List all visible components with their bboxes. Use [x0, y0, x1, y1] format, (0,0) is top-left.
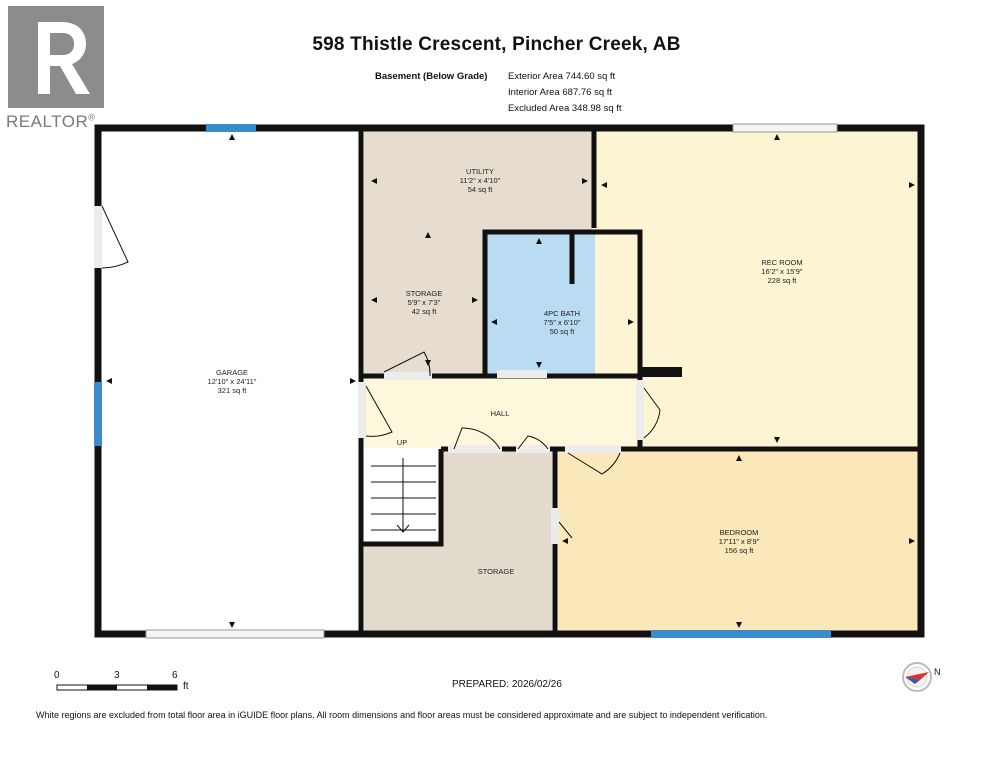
hall-fill: [364, 376, 640, 448]
room-area: 156 sq ft: [724, 546, 754, 555]
scale-unit: ft: [183, 681, 189, 692]
room-garage: GARAGE 12'10" x 24'11" 321 sq ft: [176, 368, 288, 395]
room-dims: 16'2" x 15'9": [761, 267, 803, 276]
scale-bar: [56, 684, 178, 691]
stairs-up-label: UP: [396, 438, 408, 447]
room-area: 321 sq ft: [217, 386, 247, 395]
room-dims: 7'5" x 6'10": [543, 318, 581, 327]
room-hall: HALL: [480, 409, 520, 418]
disclaimer: White regions are excluded from total fl…: [36, 710, 768, 720]
exterior-area: Exterior Area 744.60 sq ft: [508, 71, 616, 82]
realtor-r-icon: [8, 6, 104, 108]
interior-area: Interior Area 687.76 sq ft: [508, 87, 613, 98]
realtor-logo: [8, 6, 104, 108]
dimension-arrows: [106, 134, 915, 628]
prepared-date: PREPARED: 2026/02/26: [452, 679, 562, 690]
page-title: 598 Thistle Crescent, Pincher Creek, AB: [312, 34, 681, 55]
room-dims: 11'2" x 4'10": [459, 176, 501, 185]
scale-tick-3: 3: [114, 670, 120, 681]
room-area: 54 sq ft: [467, 185, 493, 194]
stairs: [371, 458, 436, 533]
room-name: UTILITY: [466, 167, 494, 176]
room-storage: STORAGE 5'9" x 7'3" 42 sq ft: [384, 289, 464, 316]
scale-tick-0: 0: [54, 670, 60, 681]
bedroom-fill: [556, 450, 920, 633]
room-dims: 5'9" x 7'3": [407, 298, 441, 307]
room-area: 228 sq ft: [767, 276, 797, 285]
wall-stub: [640, 367, 682, 377]
room-name: REC ROOM: [761, 258, 803, 267]
room-name: 4PC BATH: [543, 309, 581, 318]
room-name: HALL: [490, 409, 510, 418]
realtor-wordmark: REALTOR®: [6, 112, 96, 131]
doors: [94, 205, 661, 544]
scale-tick-6: 6: [172, 670, 178, 681]
exterior-walls: [94, 124, 925, 638]
windows: [94, 123, 838, 639]
compass-icon: [902, 662, 932, 692]
room-area: 50 sq ft: [549, 327, 575, 336]
room-dims: 12'10" x 24'11": [207, 377, 257, 386]
stairs-fill: [364, 448, 440, 544]
room-storage-2: STORAGE: [466, 567, 526, 576]
level-label: Basement (Below Grade): [375, 71, 488, 82]
room-4pc-bath: 4PC BATH 7'5" x 6'10" 50 sq ft: [522, 309, 602, 336]
room-name: STORAGE: [405, 289, 443, 298]
rec-room-fill: [595, 131, 920, 449]
room-name: GARAGE: [215, 368, 249, 377]
room-area: 42 sq ft: [411, 307, 437, 316]
room-rec-room: REC ROOM 16'2" x 15'9" 228 sq ft: [737, 258, 827, 285]
room-utility: UTILITY 11'2" x 4'10" 54 sq ft: [432, 167, 528, 194]
room-bedroom: BEDROOM 17'11" x 8'9" 156 sq ft: [696, 528, 782, 555]
excluded-area: Excluded Area 348.98 sq ft: [508, 103, 622, 114]
room-dims: 17'11" x 8'9": [718, 537, 760, 546]
room-name: BEDROOM: [719, 528, 759, 537]
compass-label: N: [934, 667, 941, 677]
room-name: STORAGE: [477, 567, 515, 576]
